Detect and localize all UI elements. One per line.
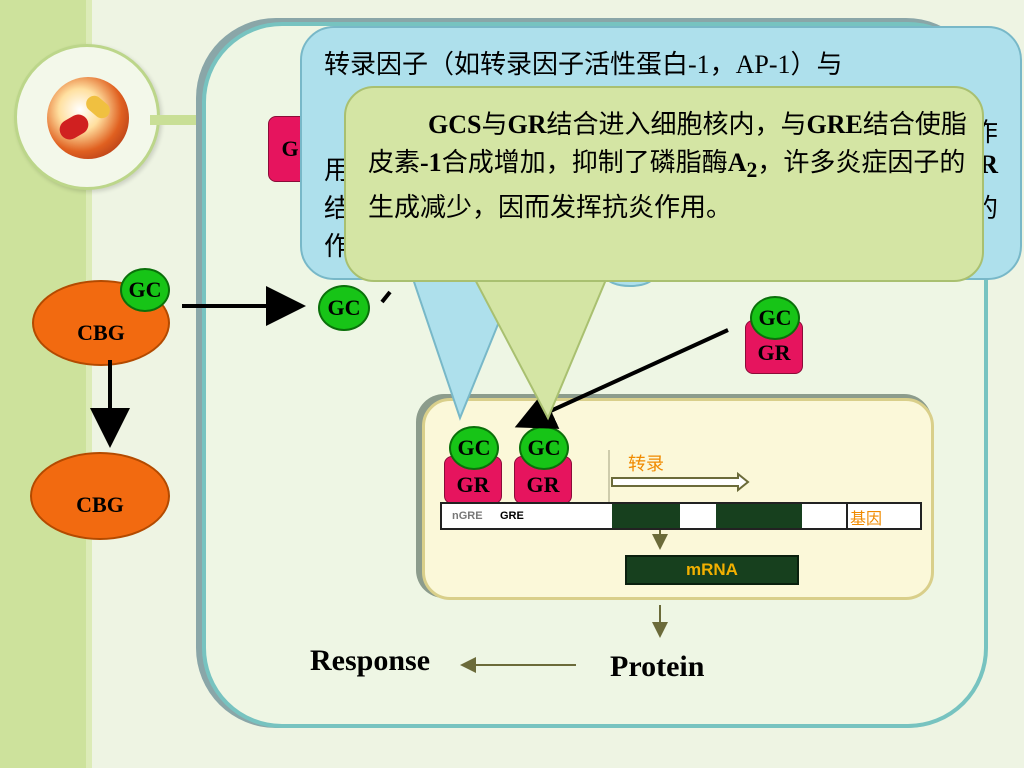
mrna-box: mRNA — [625, 555, 799, 585]
dna-gene-bar — [440, 502, 922, 530]
left-decor-band-light — [86, 0, 92, 768]
t12: ，许多炎症因子的生成减少， — [368, 148, 966, 223]
cbg-label-top: CBG — [77, 320, 125, 345]
gc-label: GC — [527, 435, 561, 460]
gre-label: GRE — [500, 510, 524, 522]
callout-anti-inflammatory: GCS与GR结合进入细胞核内，与GRE结合使脂皮素-1合成增加，抑制了磷脂酶A2… — [344, 86, 984, 282]
gc-bound-cytoplasm: GC — [750, 296, 800, 340]
gene-label: 基因 — [850, 509, 883, 528]
callout-blue-line1: 转录因子（如转录因子活性蛋白-1，AP-1）与 — [324, 50, 843, 79]
gene-exon-1 — [612, 504, 680, 528]
protein-label: Protein — [610, 650, 705, 683]
arrow-gc-to-nucleus — [380, 290, 392, 304]
t3: GR — [507, 110, 547, 139]
cbg-label-bottom: CBG — [76, 492, 124, 517]
t4: 结合进入细胞核内，与 — [546, 110, 807, 139]
gene-segment-divider — [846, 504, 888, 528]
t10: A — [727, 148, 747, 177]
t2: 与 — [481, 110, 508, 139]
gr-hidden-label: G — [281, 136, 299, 161]
t13: 因而发挥抗炎作用。 — [498, 193, 733, 223]
gc-label: GC — [327, 295, 361, 320]
t8: 合成增加，抑制了 — [441, 148, 650, 177]
gc-on-cbg: GC — [120, 268, 170, 312]
t5: GRE — [806, 110, 863, 139]
t9: 磷脂酶 — [649, 148, 728, 177]
t11: 2 — [746, 158, 758, 183]
gc-nucleus-2: GC — [519, 426, 569, 470]
gc-label: GC — [457, 435, 491, 460]
ngre-label: nGRE — [452, 510, 483, 522]
callout-blue-text: 转录因子（如转录因子活性蛋白-1，AP-1）与 — [324, 46, 1004, 84]
gc-nucleus-1: GC — [449, 426, 499, 470]
gc-label: GC — [758, 305, 792, 330]
t7: -1 — [420, 148, 442, 177]
callout-green-text: GCS与GR结合进入细胞核内，与GRE结合使脂皮素-1合成增加，抑制了磷脂酶A2… — [368, 106, 968, 227]
t6: 结合使脂皮素 — [368, 110, 967, 177]
arrow-complex-to-nucleus — [514, 328, 729, 429]
gc-label: GC — [128, 277, 162, 302]
pills-logo-icon — [14, 44, 160, 190]
transcription-label: 转录 — [628, 454, 664, 475]
gc-free: GC — [318, 285, 370, 331]
gr-label: GR — [757, 340, 791, 365]
t1: GCS — [428, 110, 482, 139]
gr-label: GR — [526, 472, 560, 497]
cbg-free: CBG — [30, 452, 170, 540]
gene-exon-2 — [716, 504, 802, 528]
response-label: Response — [310, 644, 431, 677]
transcription-arrow — [611, 471, 750, 493]
gr-label: GR — [456, 472, 490, 497]
